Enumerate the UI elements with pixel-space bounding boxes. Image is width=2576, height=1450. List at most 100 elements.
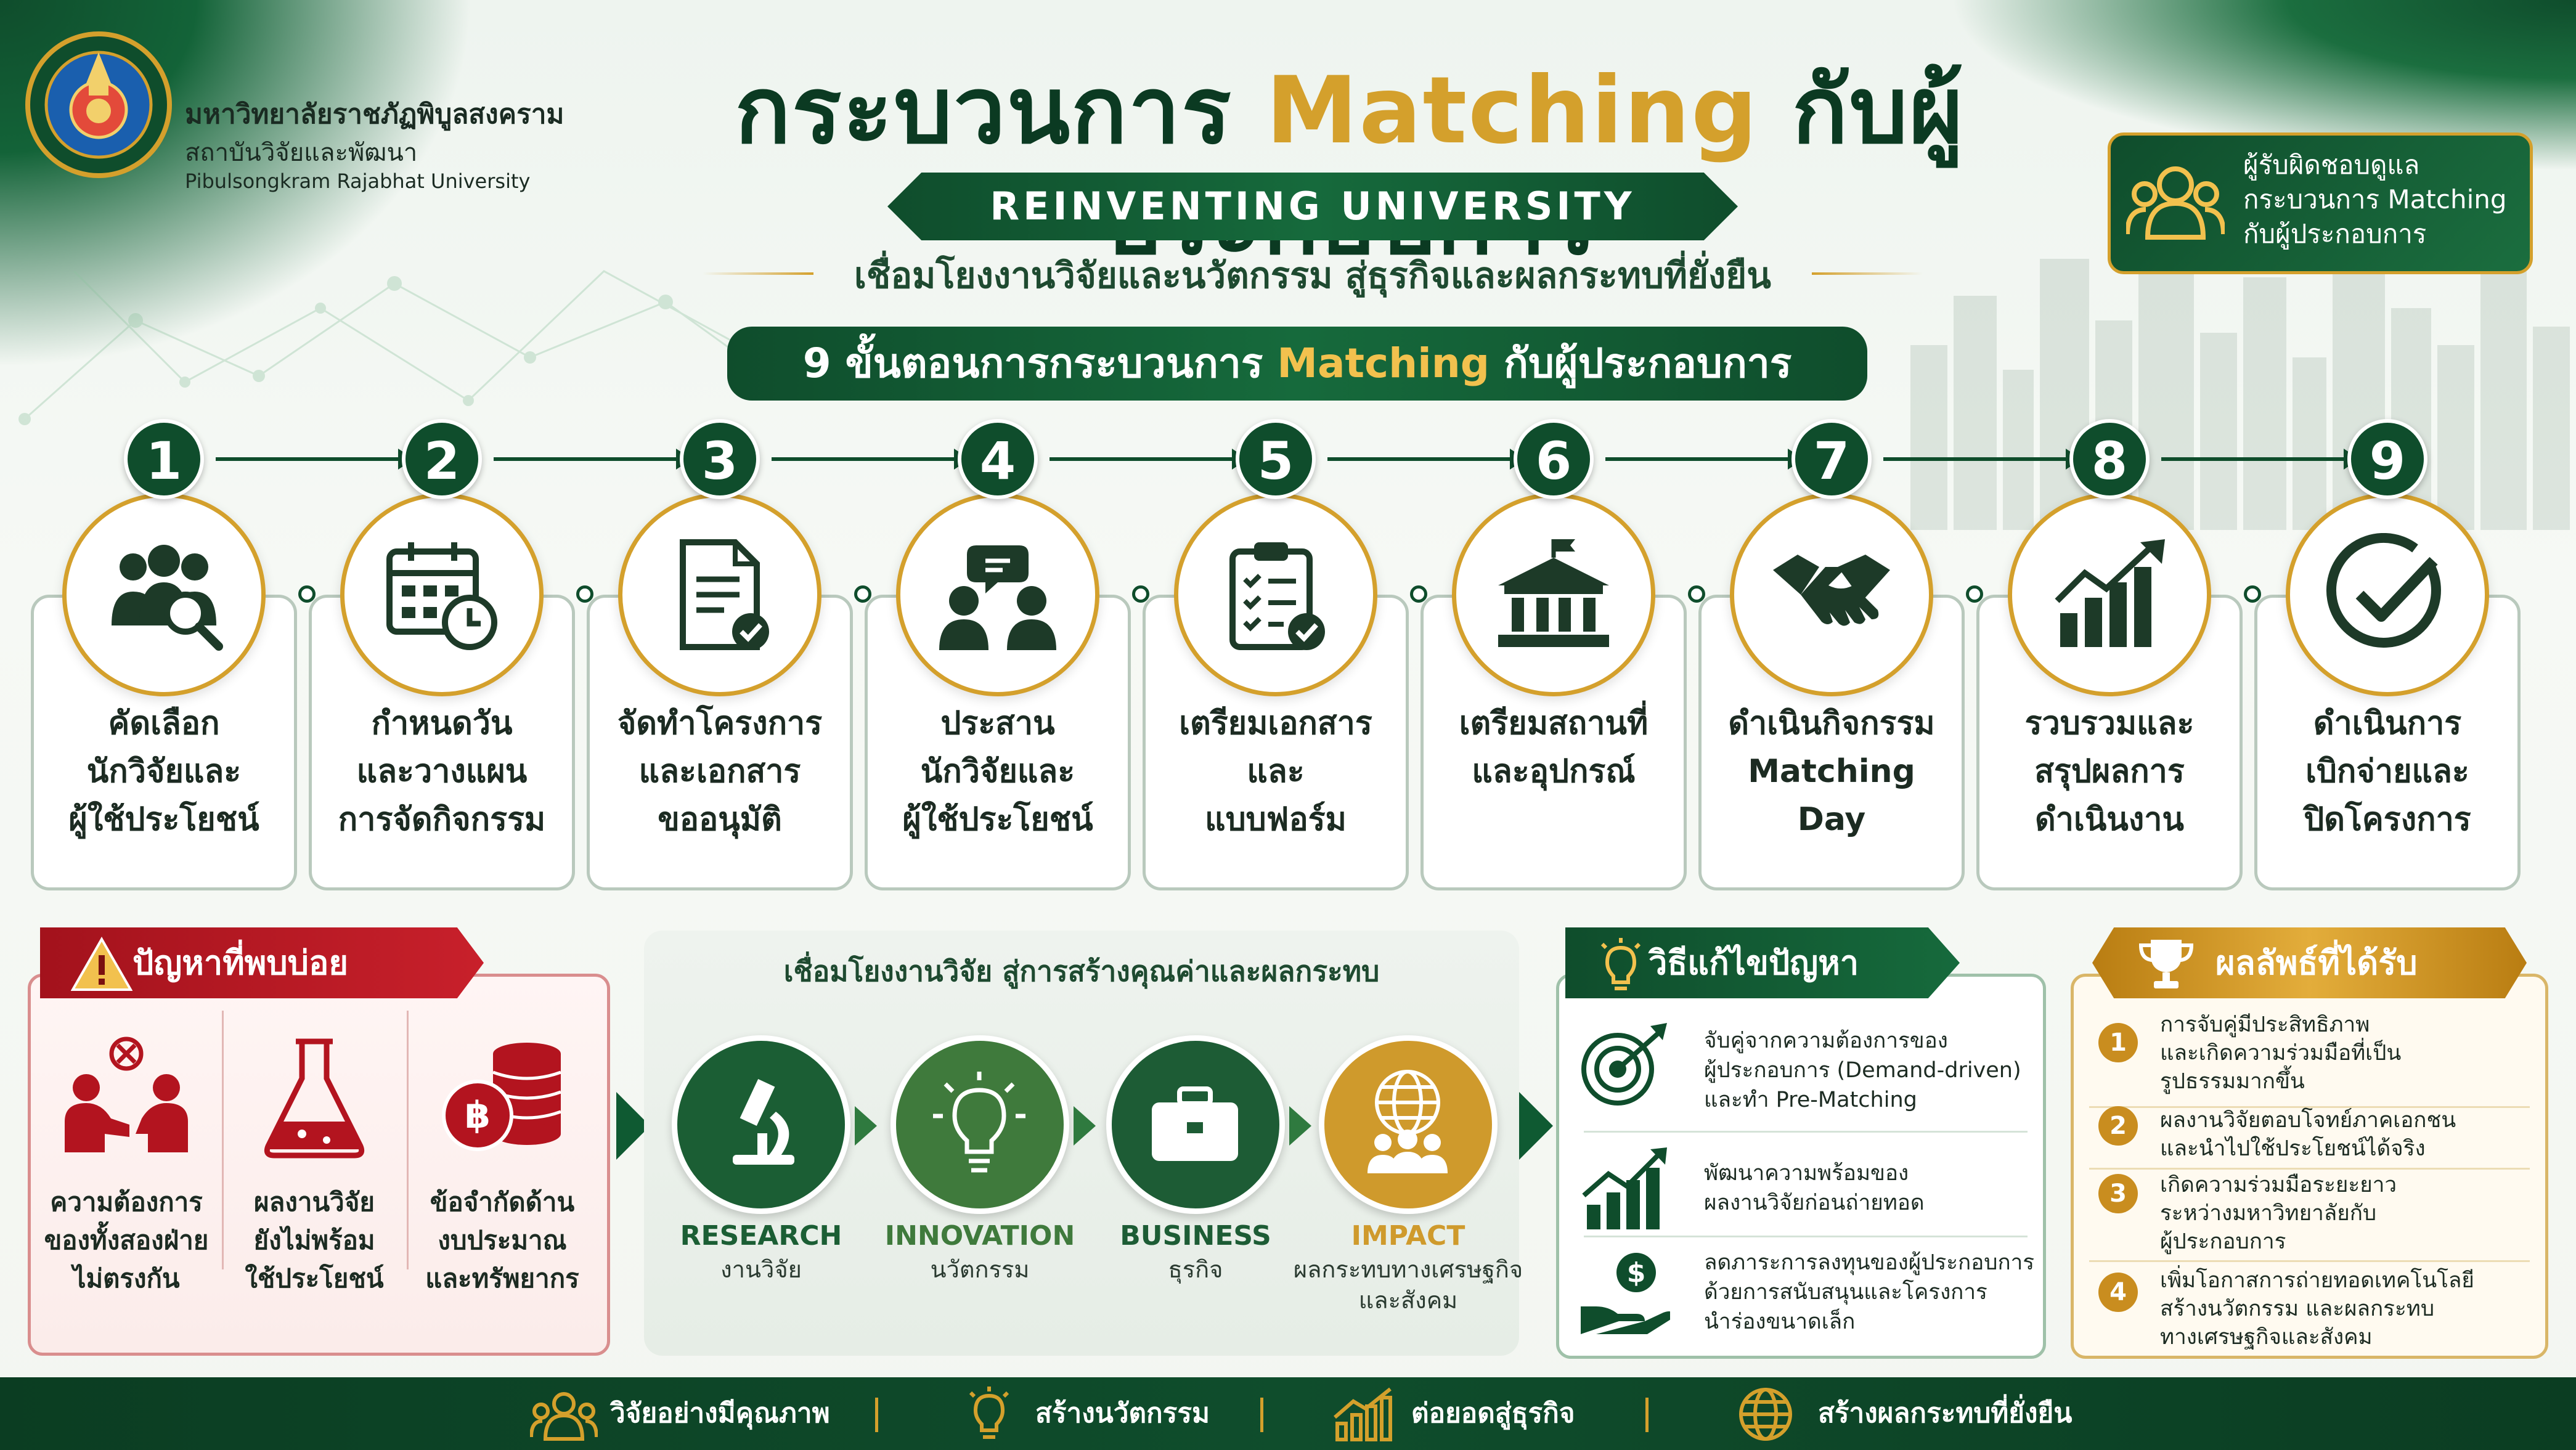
step-number-4: 4 <box>958 419 1038 499</box>
steps-title-part-3: กับผู้ประกอบการ <box>1504 340 1792 387</box>
step-number-6: 6 <box>1514 419 1594 499</box>
problems-divider-2 <box>407 1011 409 1269</box>
institute-name-th: สถาบันวิจัยและพัฒนา <box>185 139 418 167</box>
result-number-2: 2 <box>2098 1106 2138 1146</box>
step-label-line: และ <box>1247 753 1305 790</box>
result-text-3: เกิดความร่วมมือระยะยาวระหว่างมหาวิทยาลัย… <box>2160 1173 2397 1254</box>
step-arrow-2 <box>494 449 692 470</box>
step-icon-circle-5 <box>1174 493 1377 696</box>
step-connector-dot <box>2244 585 2261 603</box>
step-icon-circle-2 <box>340 493 544 696</box>
university-name-th: มหาวิทยาลัยราชภัฏพิบูลสงคราม <box>185 99 565 130</box>
title-part-1: กระบวนการ <box>735 57 1233 165</box>
team-icon <box>2126 166 2225 240</box>
step-arrow-6 <box>1605 449 1804 470</box>
problem-text-1: ความต้องการของทั้งสองฝ่ายไม่ตรงกัน <box>44 1187 209 1293</box>
step-label-5: เตรียมเอกสารและแบบฟอร์ม <box>1143 699 1409 844</box>
impact-circle <box>1319 1035 1498 1214</box>
arrow-chain-to-solutions <box>1519 1092 1553 1160</box>
result-text-2: ผลงานวิจัยตอบโจทย์ภาคเอกชนและนำไปใช้ประโ… <box>2160 1108 2456 1161</box>
step-number-1: 1 <box>124 419 204 499</box>
step-label-line: ดำเนินงาน <box>2035 801 2184 838</box>
step-number-9: 9 <box>2347 419 2427 499</box>
step-number-2: 2 <box>402 419 482 499</box>
bar-chart-up-icon <box>2055 539 2165 647</box>
problem-text-2: ผลงานวิจัยยังไม่พร้อมใช้ประโยชน์ <box>245 1187 384 1293</box>
step-label-3: จัดทำโครงการและเอกสารขออนุมัติ <box>587 699 853 844</box>
value-chain-title: เชื่อมโยงงานวิจัย สู่การสร้างคุณค่าและผล… <box>783 955 1380 988</box>
result-number-1: 1 <box>2098 1023 2138 1062</box>
step-number-5: 5 <box>1236 419 1316 499</box>
footer-sep-2 <box>1260 1398 1263 1432</box>
step-icon-circle-1 <box>62 493 266 696</box>
step-arrow-5 <box>1327 449 1526 470</box>
step-label-8: รวบรวมและสรุปผลการดำเนินงาน <box>1976 699 2243 844</box>
step-label-line: รวบรวมและ <box>2024 705 2195 742</box>
problems-panel <box>28 974 610 1356</box>
step-label-line: Matching <box>1748 753 1915 790</box>
footer-bar <box>0 1377 2576 1450</box>
city-skyline-decor <box>1910 222 2570 530</box>
research-circle <box>672 1035 850 1214</box>
results-divider-2 <box>2089 1168 2530 1170</box>
growth-chart-icon <box>1582 1147 1667 1229</box>
result-text-1: การจับคู่มีประสิทธิภาพและเกิดความร่วมมือ… <box>2160 1012 2402 1094</box>
problems-divider-1 <box>222 1011 224 1269</box>
step-label-line: นักวิจัยและ <box>86 753 242 790</box>
solutions-divider-1 <box>1584 1131 2028 1133</box>
coins-icon: ฿ <box>442 1043 561 1151</box>
step-connector-dot <box>298 585 316 603</box>
building-icon <box>1498 539 1609 647</box>
step-label-6: เตรียมสถานที่และอุปกรณ์ <box>1420 699 1687 796</box>
arrow-chain-2 <box>1074 1106 1096 1146</box>
step-label-line: แบบฟอร์ม <box>1205 801 1347 838</box>
solutions-panel <box>1556 974 2046 1359</box>
impact-label: IMPACT <box>1351 1220 1465 1252</box>
step-connector-dot <box>576 585 593 603</box>
briefcase-icon <box>1152 1086 1238 1161</box>
step-connector-dot <box>854 585 871 603</box>
step-icon-circle-8 <box>2008 493 2211 696</box>
title-part-2: Matching <box>1266 57 1759 165</box>
result-number-3: 3 <box>2098 1174 2138 1213</box>
reinventing-banner: REINVENTING UNIVERSITY <box>887 173 1738 240</box>
svg-text:฿: ฿ <box>465 1094 491 1137</box>
warning-icon <box>71 937 132 991</box>
steps-title-part-1: 9 ขั้นตอนการกระบวนการ <box>802 340 1263 387</box>
microscope-icon <box>733 1078 794 1165</box>
globe-people-icon <box>1367 1070 1448 1173</box>
impact-label-th: ผลกระทบทางเศรษฐกิจและสังคม <box>1293 1256 1523 1314</box>
step-connector-dot <box>1132 585 1149 603</box>
step-label-line: ผู้ใช้ประโยชน์ <box>68 801 259 838</box>
step-icon-circle-9 <box>2286 493 2489 696</box>
business-label-th: ธุรกิจ <box>1168 1256 1223 1283</box>
solution-text-3: ลดภาระการลงทุนของผู้ประกอบการด้วยการสนับ… <box>1704 1250 2035 1334</box>
step-number-8: 8 <box>2069 419 2150 499</box>
step-arrow-4 <box>1050 449 1248 470</box>
step-label-line: สรุปผลการ <box>2034 753 2185 790</box>
footer-innovation: สร้างนวัตกรรม <box>1035 1398 1210 1429</box>
footer-team-icon <box>530 1392 598 1441</box>
step-label-line: เตรียมสถานที่ <box>1459 705 1649 742</box>
step-icon-circle-6 <box>1452 493 1655 696</box>
footer-sep-1 <box>875 1398 878 1432</box>
svg-text:$: $ <box>1627 1257 1646 1289</box>
money-hand-icon: $ <box>1581 1253 1670 1334</box>
step-connector-dot <box>1966 585 1983 603</box>
step-label-line: Day <box>1797 801 1866 838</box>
step-label-line: และเอกสาร <box>638 753 801 790</box>
network-decor <box>18 270 777 425</box>
lightbulb-icon <box>1600 938 1641 990</box>
step-label-line: ผู้ใช้ประโยชน์ <box>902 801 1093 838</box>
step-arrow-1 <box>216 449 414 470</box>
step-label-line: ขออนุมัติ <box>658 801 782 838</box>
business-label: BUSINESS <box>1120 1220 1271 1252</box>
step-label-line: คัดเลือก <box>108 705 220 742</box>
university-logo <box>25 31 172 178</box>
step-number-3: 3 <box>680 419 760 499</box>
step-label-9: ดำเนินการเบิกจ่ายและปิดโครงการ <box>2254 699 2521 844</box>
step-label-line: นักวิจัยและ <box>920 753 1075 790</box>
results-divider-1 <box>2089 1106 2530 1108</box>
step-label-2: กำหนดวันและวางแผนการจัดกิจกรรม <box>309 699 575 844</box>
